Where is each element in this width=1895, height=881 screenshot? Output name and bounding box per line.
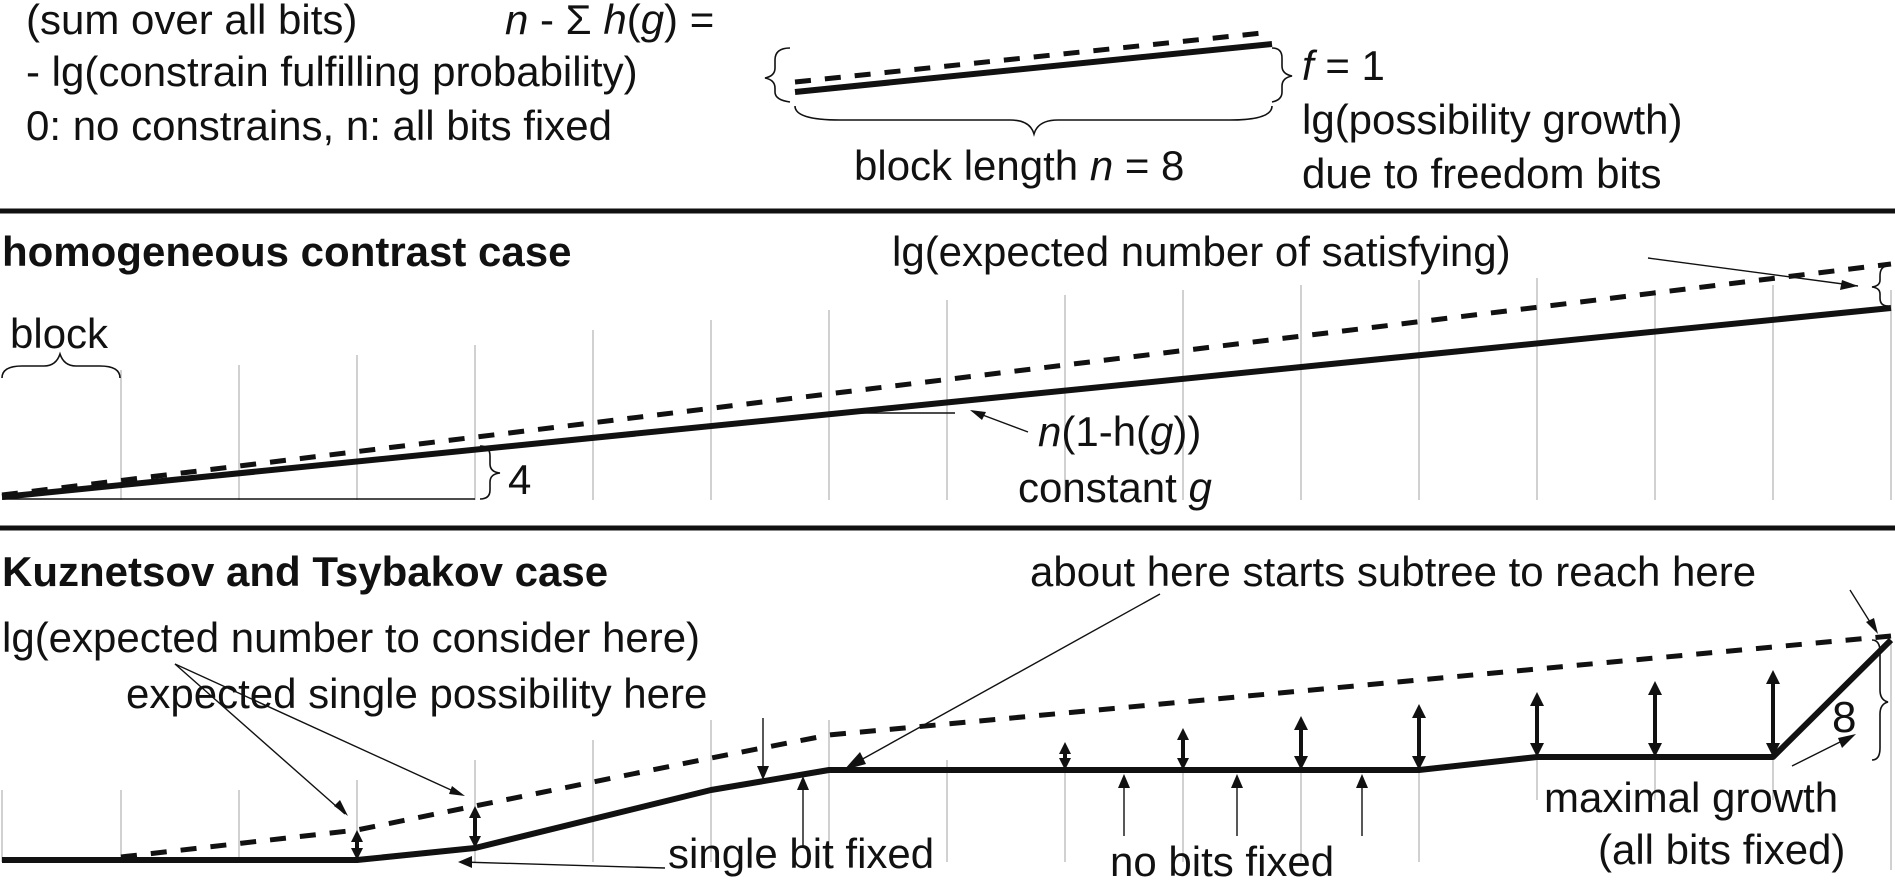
right-brace [1271, 47, 1293, 103]
slope-one-minus: (1-h( [1061, 408, 1150, 455]
possibility-growth-label: lg(possibility growth) [1302, 96, 1682, 143]
f-equals-label: f = 1 [1302, 42, 1385, 89]
f-eq: = 1 [1314, 42, 1385, 89]
top-dashed-line [794, 29, 1273, 85]
reach-here-arrowhead [1866, 618, 1878, 634]
left-brace [764, 47, 791, 103]
homogeneous-title: homogeneous contrast case [2, 228, 571, 275]
homogeneous-solid-line [1, 305, 1892, 500]
slope-close: )) [1173, 408, 1201, 455]
consider-pointer-2 [174, 663, 463, 796]
h-var: h [603, 0, 626, 43]
about-here-label: about here starts subtree to reach here [1030, 548, 1756, 595]
slope-g: g [1150, 408, 1173, 455]
consider-pointer-1 [174, 663, 346, 815]
eight-label: 8 [1832, 693, 1856, 742]
all-bits-fixed-label: (all bits fixed) [1598, 826, 1845, 873]
block-brace [1, 351, 121, 379]
eight-brace [1871, 639, 1889, 761]
no-bits-label: no bits fixed [1110, 838, 1334, 881]
block-length-suffix: = 8 [1113, 142, 1184, 189]
slope-formula: n(1-h(g)) [1038, 408, 1201, 455]
homogeneous-grid [120, 278, 1892, 500]
satisfying-gap-brace [1871, 265, 1889, 307]
block-length-n: n [1090, 142, 1113, 189]
block-length-label: block length n = 8 [854, 142, 1184, 189]
g-var: g [641, 0, 664, 43]
freedom-bits-label: due to freedom bits [1302, 150, 1662, 197]
single-bit-label: single bit fixed [668, 830, 934, 877]
consider-arrowhead-1 [334, 800, 348, 816]
constant-prefix: constant [1018, 464, 1188, 511]
constrain-probability-label: - lg(constrain fulfilling probability) [26, 48, 638, 95]
kt-solid-line [2, 637, 1894, 863]
single-bit-pointer [461, 861, 666, 869]
top-solid-line [794, 41, 1273, 95]
top-section: (sum over all bits) n - Σ h(g) = - lg(co… [26, 0, 1682, 197]
open-paren: ( [627, 0, 641, 43]
n-var: n [505, 0, 528, 43]
single-possibility-arrowhead [757, 766, 769, 780]
constrains-range-label: 0: no constrains, n: all bits fixed [26, 102, 612, 149]
constant-g-label: constant g [1018, 464, 1212, 511]
expected-satisfying-label: lg(expected number of satisfying) [892, 228, 1511, 275]
n-minus-sum-label: n - Σ h(g) = [505, 0, 714, 43]
single-possibility-label: expected single possibility here [126, 670, 707, 717]
kt-title: Kuznetsov and Tsybakov case [2, 548, 608, 595]
expected-satisfying-pointer [1647, 257, 1859, 287]
four-label: 4 [508, 456, 531, 503]
block-label: block [10, 310, 109, 357]
maximal-growth-label: maximal growth [1544, 774, 1838, 821]
close-eq: ) = [664, 0, 714, 43]
gap-arrows [351, 670, 1780, 860]
single-bit-arrowhead-2 [797, 776, 809, 790]
about-here-arrowhead [844, 752, 866, 770]
four-brace [479, 445, 501, 500]
slope-n: n [1038, 408, 1061, 455]
single-bit-arrowhead-1 [458, 856, 472, 868]
about-here-pointer [849, 593, 1161, 767]
kt-grid [1, 640, 1892, 870]
slope-arrowhead [970, 410, 986, 420]
block-length-brace [794, 105, 1273, 137]
consider-arrowhead-2 [449, 786, 465, 796]
consider-here-label: lg(expected number to consider here) [2, 614, 700, 661]
homogeneous-section: homogeneous contrast case lg(expected nu… [1, 228, 1892, 511]
minus-sigma: - Σ [528, 0, 603, 43]
kt-section: Kuznetsov and Tsybakov case about here s… [1, 548, 1894, 881]
maximal-growth-arrowhead [1838, 734, 1856, 748]
constant-g: g [1188, 464, 1211, 511]
block-length-prefix: block length [854, 142, 1090, 189]
sum-over-bits-label: (sum over all bits) [26, 0, 357, 43]
expected-satisfying-arrowhead [1840, 280, 1858, 290]
